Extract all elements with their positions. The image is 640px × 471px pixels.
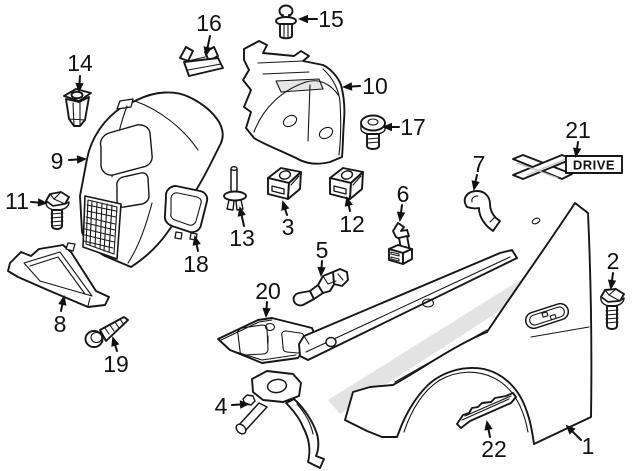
callout-number-19[interactable]: 19 xyxy=(103,351,129,377)
callout-5-clamp-bracket[interactable]: 5 xyxy=(316,237,329,277)
callout-19-tapping-screw[interactable]: 19 xyxy=(103,336,129,377)
callout-15-push-rivet[interactable]: 15 xyxy=(298,6,344,32)
callout-number-3[interactable]: 3 xyxy=(282,214,295,240)
part-13-expansion-rivet-icon xyxy=(223,166,247,211)
callout-number-20[interactable]: 20 xyxy=(255,278,281,304)
callout-1-fender-panel[interactable]: 1 xyxy=(565,424,595,459)
xdrive-badge-text: DRIVE xyxy=(573,158,615,173)
part-9-fender-liner-front xyxy=(79,91,224,268)
callout-14-expanding-nut[interactable]: 14 xyxy=(67,50,93,93)
callout-number-12[interactable]: 12 xyxy=(339,211,365,237)
callout-16-corner-bracket[interactable]: 16 xyxy=(196,10,222,57)
callout-number-4[interactable]: 4 xyxy=(215,393,228,419)
callout-number-13[interactable]: 13 xyxy=(229,225,255,251)
callout-number-16[interactable]: 16 xyxy=(196,10,222,36)
callout-number-1[interactable]: 1 xyxy=(582,433,595,459)
callout-number-15[interactable]: 15 xyxy=(318,6,344,32)
part-16-corner-bracket-icon xyxy=(179,46,224,77)
callout-number-9[interactable]: 9 xyxy=(51,148,64,174)
cowl-rail-strip xyxy=(298,249,518,361)
callout-22-rocker-molding[interactable]: 22 xyxy=(481,420,507,462)
badge-frame xyxy=(565,155,623,174)
callout-number-22[interactable]: 22 xyxy=(481,436,507,462)
callout-20-front-tray[interactable]: 20 xyxy=(255,278,281,318)
part-15-push-rivet-icon xyxy=(275,4,297,40)
callout-7-hook-bracket[interactable]: 7 xyxy=(471,151,486,191)
callout-10-liner-rear-section[interactable]: 10 xyxy=(342,73,388,99)
side-marker-cutout xyxy=(524,302,570,330)
part-12-clip-nut-icon xyxy=(329,167,364,200)
callout-2-fender-bolt[interactable]: 2 xyxy=(607,248,620,290)
part-21-xdrive-badge: DRIVE xyxy=(512,154,623,180)
callout-number-21[interactable]: 21 xyxy=(565,117,591,143)
part-4-support-bracket-icon xyxy=(235,370,325,469)
callout-8-insulator-tray[interactable]: 8 xyxy=(54,295,67,337)
callout-17-grommet[interactable]: 17 xyxy=(382,114,426,140)
part-2-bolt-icon xyxy=(600,288,625,330)
callout-number-10[interactable]: 10 xyxy=(362,73,388,99)
callout-13-expansion-rivet[interactable]: 13 xyxy=(229,206,255,251)
part-17-grommet-icon xyxy=(360,114,386,150)
callout-number-11[interactable]: 11 xyxy=(5,188,29,214)
part-14-expanding-nut-icon xyxy=(63,88,92,127)
callout-number-18[interactable]: 18 xyxy=(183,251,209,277)
part-7-hook-bracket-icon xyxy=(463,190,501,232)
callout-3-clip-nut-left[interactable]: 3 xyxy=(281,200,294,240)
part-11-bolt-icon xyxy=(45,191,70,230)
part-10-fender-liner-rear xyxy=(242,40,346,165)
callout-number-17[interactable]: 17 xyxy=(400,114,426,140)
callout-number-7[interactable]: 7 xyxy=(473,151,486,177)
part-6-z-bracket-icon xyxy=(388,222,413,265)
part-5-clamp-bracket-icon xyxy=(292,268,349,307)
part-18-access-cover-icon xyxy=(163,185,209,241)
callout-number-8[interactable]: 8 xyxy=(54,311,67,337)
part-22-rocker-molding-icon xyxy=(456,392,517,429)
callout-18-access-cover[interactable]: 18 xyxy=(183,235,209,277)
callout-number-14[interactable]: 14 xyxy=(67,50,93,76)
part-8-insulator-tray-icon xyxy=(7,242,110,308)
callout-12-clip-nut-right[interactable]: 12 xyxy=(339,196,365,237)
part-1-fender-panel xyxy=(328,202,593,445)
callout-4-support-bracket[interactable]: 4 xyxy=(215,393,250,419)
part-19-tapping-screw-icon xyxy=(84,316,129,348)
callout-11-liner-bolt[interactable]: 11 xyxy=(5,188,48,214)
callout-number-2[interactable]: 2 xyxy=(607,248,620,274)
callout-number-6[interactable]: 6 xyxy=(397,181,410,207)
callout-9-liner-front-section[interactable]: 9 xyxy=(51,148,87,174)
callout-21-xdrive-badge[interactable]: 21 xyxy=(565,117,591,158)
callout-number-5[interactable]: 5 xyxy=(316,237,329,263)
callout-6-z-bracket[interactable]: 6 xyxy=(397,181,410,222)
part-3-clip-nut-icon xyxy=(267,167,302,200)
